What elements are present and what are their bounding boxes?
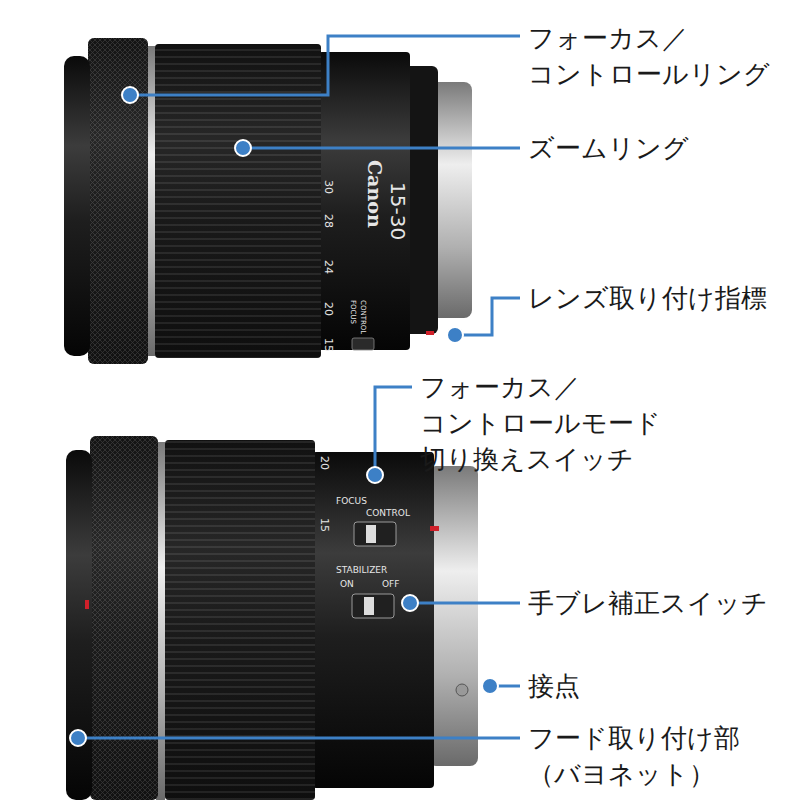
lens-marking: FOCUS [349, 300, 356, 324]
lens-marking: 15-30 [388, 182, 408, 240]
lens-marking: CONTROL [359, 300, 366, 334]
bottom-lens [66, 436, 478, 800]
lens-marking: 28 [323, 214, 334, 228]
lens-marking: 20 [319, 456, 330, 470]
lens-marking: 20 [323, 302, 334, 316]
part-label: フード取り付け部 （バヨネット） [528, 720, 793, 792]
lens-marking: STABILIZER [336, 566, 387, 575]
part-label: フォーカス／コントロールモード 切り換えスイッチ [420, 369, 796, 477]
lens-marking: 15 [319, 518, 330, 532]
part-label: フォーカス／ コントロールリング [528, 20, 793, 92]
part-label: レンズ取り付け指標 [528, 280, 793, 316]
lens-marking: OFF [382, 580, 399, 589]
lens-marking: Canon [365, 160, 384, 228]
lens-marking: 30 [323, 180, 334, 194]
part-label: ズームリング [528, 130, 793, 166]
lens-marking: CONTROL [366, 509, 410, 518]
part-label: 接点 [528, 668, 793, 704]
lens-marking: 24 [323, 260, 334, 274]
lens-marking: 15 [323, 338, 334, 352]
lens-marking: FOCUS [336, 497, 367, 506]
top-lens [64, 38, 472, 364]
part-label: 手ブレ補正スイッチ [528, 585, 793, 621]
lens-marking: ON [340, 580, 354, 589]
